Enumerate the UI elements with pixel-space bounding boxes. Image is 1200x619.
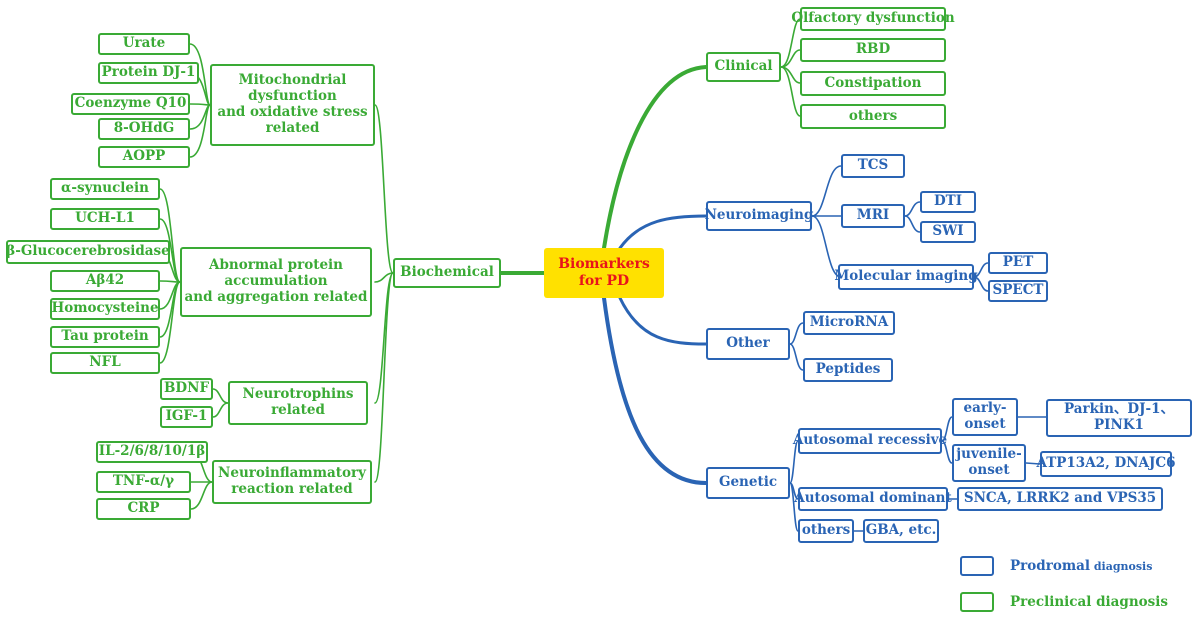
center-to-other bbox=[618, 296, 708, 346]
protein-item-3 bbox=[159, 280, 181, 283]
early-onset-node: early- onset bbox=[952, 398, 1018, 436]
beta-glucocerebrosidase-node: β-Glucocerebrosidase bbox=[6, 240, 170, 264]
neuroimaging-item-2 bbox=[811, 215, 842, 278]
homocysteine-node: Homocysteine bbox=[50, 298, 160, 320]
alpha-synuclein-node: α-synuclein bbox=[50, 178, 160, 200]
autosomal-recessive-node: Autosomal recessive bbox=[793, 428, 947, 454]
juvenile-onset-node: juvenile- onset bbox=[952, 444, 1026, 482]
other-item-0 bbox=[789, 322, 804, 345]
clinical-item-0 bbox=[780, 18, 801, 68]
early-onset-genes-node: Parkin、DJ-1、 PINK1 bbox=[1046, 399, 1192, 437]
neurotrophins-node: Neurotrophins related bbox=[228, 381, 368, 425]
clinical-others-node: others bbox=[800, 104, 946, 129]
bdnf-node: BDNF bbox=[160, 378, 213, 400]
biochemical-node: Biochemical bbox=[393, 258, 501, 288]
juvenile-onset-genes-node: ATP13A2, DNAJC6 bbox=[1036, 451, 1176, 477]
crp-node: CRP bbox=[96, 498, 191, 520]
protein-item-0 bbox=[159, 188, 181, 283]
tau-protein-node: Tau protein bbox=[50, 326, 160, 348]
microrna-node: MicroRNA bbox=[803, 311, 895, 335]
protein-item-6 bbox=[159, 281, 181, 364]
mito-item-4 bbox=[189, 104, 211, 158]
pet-node: PET bbox=[988, 252, 1048, 274]
neuroimaging-node: Neuroimaging bbox=[705, 201, 813, 231]
inflammatory-item-2 bbox=[190, 481, 213, 510]
abeta42-node: Aβ42 bbox=[50, 270, 160, 292]
abnormal-protein-node: Abnormal protein accumulation and aggreg… bbox=[180, 247, 372, 317]
genetic-item-0 bbox=[789, 440, 799, 484]
legend-prodromal-sub: diagnosis bbox=[1090, 560, 1153, 573]
neurotrophin-item-1 bbox=[212, 402, 229, 418]
center-to-clinical bbox=[602, 65, 708, 250]
legend-preclinical-swatch bbox=[960, 592, 994, 612]
protein-dj1-node: Protein DJ-1 bbox=[98, 62, 199, 84]
dti-node: DTI bbox=[920, 191, 976, 213]
molecular-imaging-node: Molecular imaging bbox=[834, 264, 978, 290]
legend-prodromal-swatch bbox=[960, 556, 994, 576]
recessive-item-1 bbox=[941, 440, 953, 464]
center-node: Biomarkers for PD bbox=[544, 248, 664, 298]
swi-node: SWI bbox=[920, 221, 976, 243]
olfactory-node: Olfactory dysfunction bbox=[791, 7, 955, 31]
juvenile-genes-link bbox=[1025, 462, 1041, 465]
aopp-node: AOPP bbox=[98, 146, 190, 168]
biochemical-branch-3 bbox=[374, 272, 394, 483]
mri-item-0 bbox=[904, 201, 921, 217]
biochemical-branch-0 bbox=[374, 104, 394, 274]
tnf-node: TNF-α/γ bbox=[96, 471, 191, 493]
coenzyme-q10-node: Coenzyme Q10 bbox=[71, 93, 190, 115]
center-to-neuroimaging bbox=[618, 214, 708, 250]
molecular-item-1 bbox=[973, 276, 989, 292]
neuroinflammatory-node: Neuroinflammatory reaction related bbox=[212, 460, 372, 504]
tcs-node: TCS bbox=[841, 154, 905, 178]
genetic-others-node: others bbox=[798, 519, 854, 543]
autosomal-dominant-node: Autosomal dominant bbox=[794, 487, 952, 511]
peptides-node: Peptides bbox=[803, 358, 893, 382]
mri-node: MRI bbox=[841, 204, 905, 228]
recessive-item-0 bbox=[941, 416, 953, 442]
genetic-item-2 bbox=[789, 482, 799, 532]
clinical-item-1 bbox=[780, 49, 801, 68]
igf1-node: IGF-1 bbox=[160, 406, 213, 428]
mitochondrial-node: Mitochondrial dysfunction and oxidative … bbox=[210, 64, 375, 146]
8-ohdg-node: 8-OHdG bbox=[98, 118, 190, 140]
clinical-node: Clinical bbox=[706, 52, 781, 82]
neurotrophin-item-0 bbox=[212, 388, 229, 404]
legend-preclinical-label: Preclinical diagnosis bbox=[1010, 594, 1168, 610]
biochemical-branch-1 bbox=[374, 272, 394, 283]
mri-item-1 bbox=[904, 215, 921, 233]
center-to-genetic bbox=[602, 296, 708, 485]
neuroimaging-item-0 bbox=[811, 165, 842, 217]
gba-node: GBA, etc. bbox=[863, 519, 939, 543]
other-node: Other bbox=[706, 328, 790, 360]
legend-prodromal-label: Prodromal diagnosis bbox=[1010, 558, 1152, 574]
interleukin-node: IL-2/6/8/10/1β bbox=[96, 441, 208, 463]
autosomal-dominant-genes-node: SNCA, LRRK2 and VPS35 bbox=[957, 487, 1163, 511]
spect-node: SPECT bbox=[988, 280, 1048, 302]
nfl-node: NFL bbox=[50, 352, 160, 374]
urate-node: Urate bbox=[98, 33, 190, 55]
rbd-node: RBD bbox=[800, 38, 946, 62]
other-item-1 bbox=[789, 343, 804, 371]
uch-l1-node: UCH-L1 bbox=[50, 208, 160, 230]
genetic-node: Genetic bbox=[706, 467, 790, 499]
constipation-node: Constipation bbox=[800, 71, 946, 96]
clinical-item-3 bbox=[780, 66, 801, 117]
mito-item-2 bbox=[189, 103, 211, 106]
legend-prodromal-main: Prodromal bbox=[1010, 558, 1090, 574]
